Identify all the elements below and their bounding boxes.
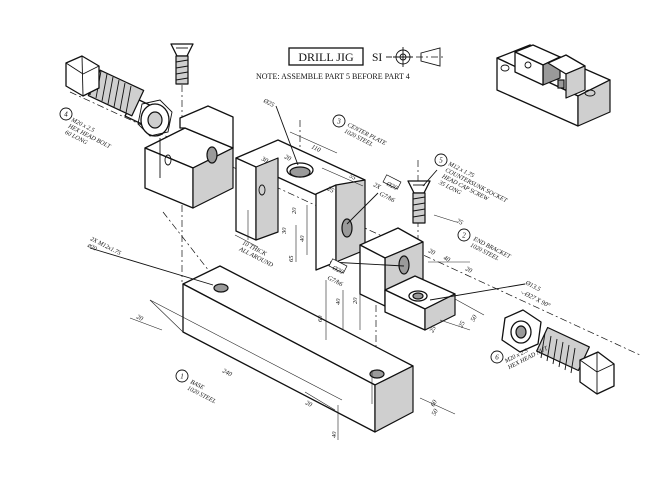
dim-base-40: 40: [331, 431, 338, 438]
title-frame: [288, 47, 364, 66]
dim-base-50: 50: [431, 407, 441, 417]
dim-base-60: 60: [430, 398, 440, 408]
dim-bracket-25: 25: [458, 319, 468, 329]
dim-center-55: 55: [348, 173, 358, 183]
dim-center-65: 65: [288, 255, 295, 262]
title-block: DRILL JIG SI NOTE: ASSEMBLE PART 5 BEFOR…: [256, 47, 445, 81]
dim-bracket-25-low: 25: [429, 324, 439, 334]
base-hole-spec-2: ⌀20: [86, 242, 99, 253]
cap-screw-top: [170, 43, 194, 85]
dimension-values: 240 20 20 40 50 60 110 55 25 20 30 65 40…: [135, 144, 479, 438]
dim-center-40: 40: [299, 235, 306, 242]
dim-bracket-20b: 20: [464, 266, 474, 276]
left-bracket-block: [144, 105, 234, 209]
drawing-title: DRILL JIG: [298, 50, 354, 64]
part-callout-1: 1 BASE 1020 STEEL: [175, 369, 218, 406]
dim-center-30: 30: [281, 227, 288, 235]
dim-bracket-20: 20: [427, 248, 437, 258]
bracket-fit-tolerance: G7/h6: [326, 275, 344, 289]
assembly-thumbnail: [496, 44, 611, 127]
dim-center-20-side: 20: [291, 207, 298, 214]
bracket-fit-box: [328, 258, 348, 274]
dim-base-end: 20: [135, 314, 145, 324]
part-2-number: 2: [462, 232, 466, 240]
bore-diameter: Ø25: [261, 97, 276, 109]
hex-head-bolt: [65, 55, 173, 137]
leader-lines: [89, 105, 526, 301]
part-callout-3: 3 CENTER PLATE 1020 STEEL: [332, 114, 387, 149]
dim-bracket-40: 40: [442, 255, 452, 265]
first-angle-projection-icon: [393, 47, 445, 67]
part-callout-2: 2 END BRACKET 1020 STEEL: [457, 228, 512, 263]
part-3-number: 3: [336, 118, 341, 126]
part-1-number: 1: [180, 373, 184, 381]
assembly-note: NOTE: ASSEMBLE PART 5 BEFORE PART 4: [256, 72, 410, 81]
part-4-number: 4: [64, 111, 68, 119]
part-callout-5: 5 M12 x 1.75 COUNTERSUNK SOCKET HEAD CAP…: [434, 153, 509, 204]
part-callout-4: 4 M20 x 2.5 HEX HEAD BOLT 60 LONG: [59, 107, 112, 150]
dim-center-40-low: 40: [335, 298, 342, 305]
cap-screw-right: [407, 180, 431, 224]
units-label: SI: [372, 52, 382, 64]
dim-screw-25: 25: [455, 218, 465, 228]
dim-base-20-lower: 20: [304, 400, 314, 410]
end-bracket: [359, 227, 456, 331]
center-fit-count: 2X: [372, 182, 383, 192]
center-fit-box: [382, 174, 402, 190]
dimension-lines: [129, 131, 485, 440]
dim-center-30-left: 30: [259, 155, 270, 165]
base-plate: [182, 265, 414, 433]
dim-center-60-base: 60: [317, 315, 324, 322]
dim-center-25: 25: [326, 186, 336, 196]
dim-base-length: 240: [221, 368, 234, 379]
center-fit-callout: 2X Ø20 G7/h6: [372, 174, 402, 205]
part-6-number: 6: [495, 354, 499, 362]
hex-head-nut: [501, 309, 542, 353]
dim-bracket-50: 50: [470, 313, 480, 323]
center-fit-tolerance: G7/h6: [378, 191, 396, 205]
right-bolt: [536, 326, 615, 395]
dim-center-20-low: 20: [352, 297, 359, 304]
dim-center-110: 110: [310, 144, 322, 155]
dim-center-20-top: 20: [283, 154, 293, 164]
part-5-number: 5: [439, 157, 443, 165]
